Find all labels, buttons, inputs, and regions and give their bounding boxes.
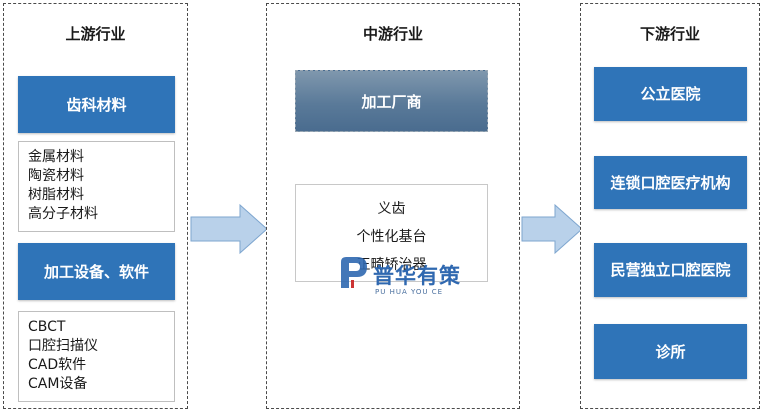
list-item: 个性化基台 [356, 229, 427, 245]
list-item: 正畸矫治器 [356, 257, 427, 273]
list-item: 高分子材料 [28, 206, 98, 222]
watermark-logo-icon [341, 257, 367, 288]
upstream-panel: 上游行业 齿科材料 金属材料 陶瓷材料 树脂材料 高分子材料 加工设备、软件 C… [3, 3, 188, 409]
processor-products-list: 义齿 个性化基台 正畸矫治器 [295, 184, 488, 282]
list-item: 金属材料 [28, 149, 84, 165]
private-dental-hospital-box: 民营独立口腔医院 [594, 243, 747, 297]
downstream-panel: 下游行业 公立医院 连锁口腔医疗机构 民营独立口腔医院 诊所 [580, 3, 760, 409]
list-item: CAD软件 [28, 357, 87, 373]
upstream-title: 上游行业 [65, 25, 126, 43]
midstream-title: 中游行业 [362, 25, 423, 43]
list-item: 义齿 [377, 201, 406, 217]
public-hospital-box: 公立医院 [594, 67, 747, 121]
watermark-name: 普华有策 [373, 264, 461, 288]
upstream-to-midstream-arrow [190, 203, 268, 255]
clinic-box: 诊所 [594, 324, 747, 379]
midstream-panel: 中游行业 加工厂商 义齿 个性化基台 正畸矫治器 普华有策 PU HUA YOU… [266, 3, 520, 409]
list-item: CBCT [28, 319, 66, 335]
midstream-to-downstream-arrow [521, 203, 583, 255]
downstream-title: 下游行业 [639, 25, 700, 43]
dental-materials-box: 齿科材料 [18, 76, 175, 133]
list-item: CAM设备 [28, 376, 88, 392]
equipment-software-list: CBCT 口腔扫描仪 CAD软件 CAM设备 [18, 311, 175, 402]
watermark-subtitle: PU HUA YOU CE [375, 288, 444, 296]
list-item: 树脂材料 [28, 187, 84, 203]
list-item: 陶瓷材料 [28, 168, 84, 184]
processor-box: 加工厂商 [295, 70, 488, 132]
list-item: 口腔扫描仪 [28, 338, 98, 354]
chain-dental-institution-box: 连锁口腔医疗机构 [594, 156, 747, 209]
dental-materials-list: 金属材料 陶瓷材料 树脂材料 高分子材料 [18, 141, 175, 232]
equipment-software-box: 加工设备、软件 [18, 243, 175, 300]
